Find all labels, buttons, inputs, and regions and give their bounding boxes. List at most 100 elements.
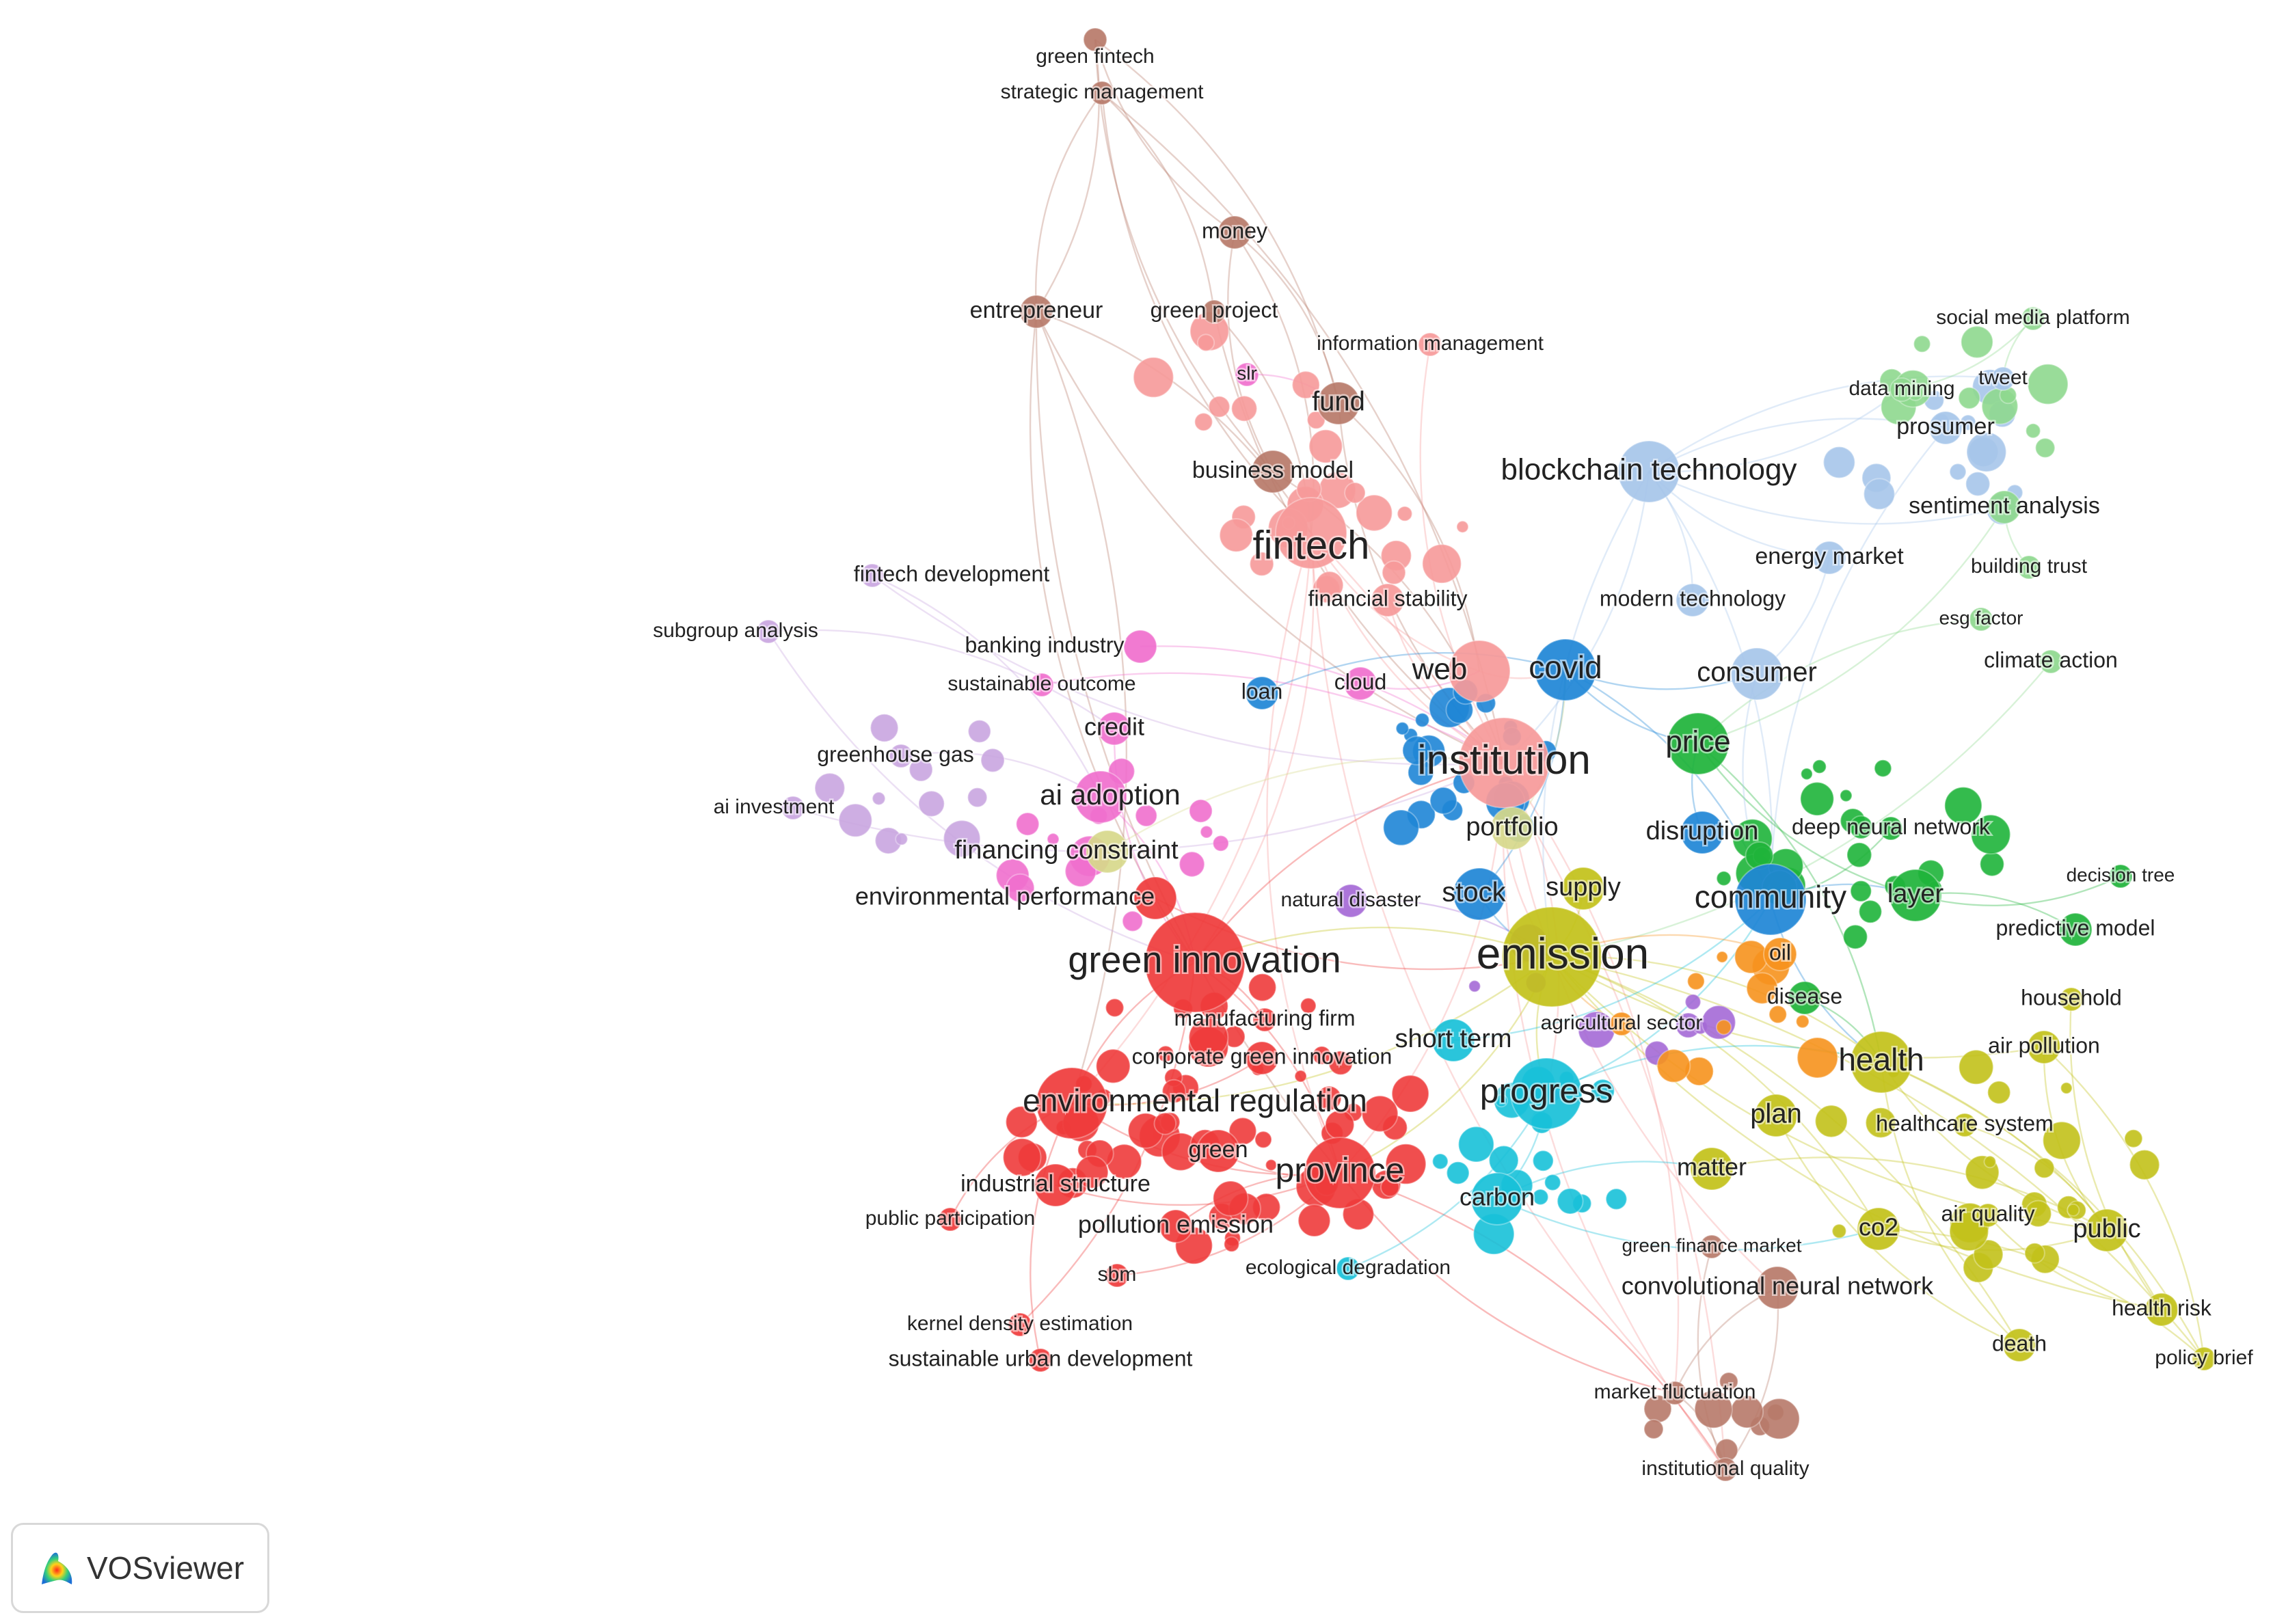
node-portfolio[interactable] xyxy=(1490,807,1534,850)
node-stock[interactable] xyxy=(1453,867,1506,921)
unlabeled-node xyxy=(1656,1048,1691,1083)
label-ecological-degradation: ecological degradation xyxy=(1246,1256,1451,1279)
node-sbm[interactable] xyxy=(1105,1263,1129,1288)
node-public[interactable] xyxy=(2085,1208,2129,1252)
node-decision-tree[interactable] xyxy=(2108,864,2133,889)
node-layer[interactable] xyxy=(1889,869,1942,922)
node-corporate-green-innovation[interactable] xyxy=(1245,1041,1279,1075)
node-climate-action[interactable] xyxy=(2039,649,2063,674)
node-financing-constraint[interactable] xyxy=(1086,830,1129,874)
node-ai-investment[interactable] xyxy=(781,796,805,820)
unlabeled-node xyxy=(1312,1045,1332,1066)
node-price[interactable] xyxy=(1667,712,1730,775)
node-air-pollution[interactable] xyxy=(2027,1030,2061,1064)
node-health-risk[interactable] xyxy=(2144,1293,2179,1327)
node-natural-disaster[interactable] xyxy=(1334,884,1368,918)
node-esg-factor[interactable] xyxy=(1969,607,1993,632)
node-data-mining[interactable] xyxy=(1889,377,1914,402)
label-layer: layer xyxy=(1887,880,1944,908)
node-financial-stability[interactable] xyxy=(1371,583,1405,617)
node-province[interactable] xyxy=(1304,1137,1376,1209)
node-community[interactable] xyxy=(1734,863,1807,936)
node-kernel-density-estimation[interactable] xyxy=(1008,1312,1032,1337)
node-plan[interactable] xyxy=(1754,1094,1798,1137)
node-environmental-regulation[interactable] xyxy=(1036,1067,1108,1139)
unlabeled-node xyxy=(1344,482,1367,504)
node-health[interactable] xyxy=(1850,1031,1913,1094)
node-manufacturing-firm[interactable] xyxy=(1252,1007,1277,1032)
node-energy-market[interactable] xyxy=(1812,541,1846,575)
node-oil[interactable] xyxy=(1763,937,1797,971)
node-predictive-model[interactable] xyxy=(2058,912,2093,947)
node-cloud[interactable] xyxy=(1343,666,1377,701)
node-business-model[interactable] xyxy=(1251,450,1295,493)
node-covid[interactable] xyxy=(1534,638,1597,701)
node-prosumer[interactable] xyxy=(1928,411,1963,445)
node-disease[interactable] xyxy=(1788,981,1822,1015)
node-money[interactable] xyxy=(1218,215,1252,249)
node-disruption[interactable] xyxy=(1680,811,1724,854)
node-slr[interactable] xyxy=(1235,362,1259,387)
vosviewer-logo-badge[interactable]: VOSviewer xyxy=(11,1523,269,1613)
node-market-fluctuation[interactable] xyxy=(1663,1381,1687,1405)
node-emission[interactable] xyxy=(1501,906,1602,1007)
node-fund[interactable] xyxy=(1317,381,1360,425)
node-progress[interactable] xyxy=(1510,1057,1583,1130)
node-sentiment-analysis[interactable] xyxy=(1987,490,2021,524)
node-greenhouse-gas[interactable] xyxy=(889,744,913,768)
node-web[interactable] xyxy=(1448,640,1511,703)
node-green-project[interactable] xyxy=(1202,299,1226,324)
edge xyxy=(1194,532,1315,963)
node-social-media-platform[interactable] xyxy=(2021,306,2045,331)
node-fintech-development[interactable] xyxy=(860,563,885,588)
node-information-management[interactable] xyxy=(1418,332,1442,357)
node-carbon[interactable] xyxy=(1470,1172,1524,1226)
unlabeled-node xyxy=(1694,1390,1733,1429)
node-loan[interactable] xyxy=(1245,676,1279,710)
node-matter[interactable] xyxy=(1690,1147,1734,1191)
node-consumer[interactable] xyxy=(1730,647,1784,701)
node-modern-technology[interactable] xyxy=(1676,583,1710,617)
node-institutional-quality[interactable] xyxy=(1713,1457,1738,1482)
unlabeled-node xyxy=(1457,1126,1495,1163)
node-convolutional-neural-network[interactable] xyxy=(1756,1266,1799,1310)
node-policy-brief[interactable] xyxy=(2192,1346,2216,1371)
node-household[interactable] xyxy=(2059,987,2084,1012)
node-strategic-management[interactable] xyxy=(1090,81,1114,105)
label-sentiment-analysis: sentiment analysis xyxy=(1909,493,2100,519)
unlabeled-node xyxy=(1970,814,2011,855)
node-green-innovation[interactable] xyxy=(1144,912,1246,1013)
node-sustainable-outcome[interactable] xyxy=(1030,673,1054,697)
node-tweet[interactable] xyxy=(1991,366,2015,391)
node-ecological-degradation[interactable] xyxy=(1336,1256,1360,1281)
node-blockchain-technology[interactable] xyxy=(1617,440,1680,503)
label-natural-disaster: natural disaster xyxy=(1280,889,1421,911)
node-green-finance-market[interactable] xyxy=(1699,1234,1724,1259)
node-public-participation[interactable] xyxy=(938,1207,963,1232)
label-kernel-density-estimation: kernel density estimation xyxy=(907,1312,1133,1335)
node-institution[interactable] xyxy=(1458,717,1550,809)
node-green[interactable] xyxy=(1196,1129,1240,1173)
node-air-quality[interactable] xyxy=(1976,1203,2000,1228)
node-industrial-structure[interactable] xyxy=(1034,1163,1077,1207)
node-entrepreneur[interactable] xyxy=(1019,295,1053,329)
node-credit[interactable] xyxy=(1097,712,1131,746)
node-supply[interactable] xyxy=(1561,867,1605,910)
node-banking-industry[interactable] xyxy=(1123,630,1157,664)
node-deep-neural-network[interactable] xyxy=(1879,816,1903,841)
node-short-term[interactable] xyxy=(1431,1018,1475,1062)
node-subgroup-analysis[interactable] xyxy=(756,619,781,644)
node-healthcare-system[interactable] xyxy=(1952,1113,1977,1137)
node-environmental-performance[interactable] xyxy=(1133,876,1177,920)
node-co2[interactable] xyxy=(1857,1207,1900,1251)
node-sustainable-urban-development[interactable] xyxy=(1028,1348,1053,1372)
node-death[interactable] xyxy=(2002,1328,2036,1362)
node-fintech[interactable] xyxy=(1275,497,1347,569)
node-ai-adoption[interactable] xyxy=(1074,770,1127,824)
node-building-trust[interactable] xyxy=(2017,555,2041,580)
unlabeled-node xyxy=(1983,1155,1997,1169)
node-agricultural-sector[interactable] xyxy=(1609,1012,1634,1036)
node-green-fintech[interactable] xyxy=(1083,27,1107,52)
node-pollution-emission[interactable] xyxy=(1159,1209,1193,1243)
unlabeled-node xyxy=(1643,1418,1664,1439)
